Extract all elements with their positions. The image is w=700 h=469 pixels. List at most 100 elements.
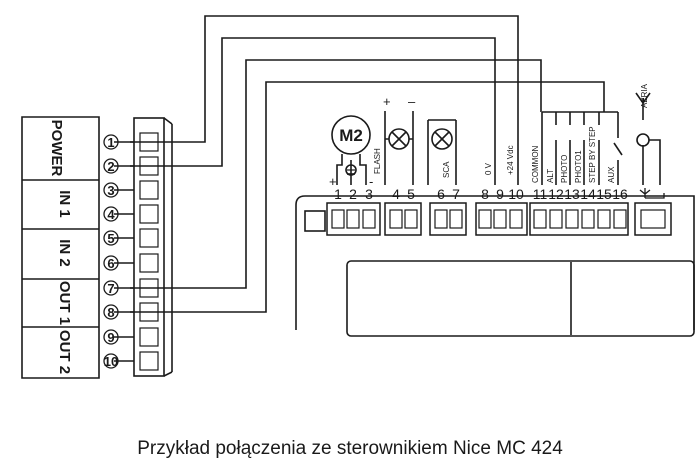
left-terminal-ring [103, 329, 119, 345]
controller-terminal-screw [509, 209, 523, 229]
controller-terminal-number: 12 [548, 186, 564, 202]
motor-plus: + [329, 174, 337, 189]
photo-label: PHOTO [560, 155, 569, 183]
flash-label: FLASH [373, 148, 382, 174]
flash-minus: – [408, 94, 416, 109]
left-terminal-number: 9 [107, 330, 114, 345]
board-inner-panel [346, 260, 695, 337]
controller-terminal-number: 9 [496, 186, 504, 202]
wire-out1 [130, 59, 542, 289]
terminal-group-motor [326, 202, 381, 236]
left-module-body [21, 116, 100, 379]
wire-power1 [130, 15, 519, 185]
controller-terminal-screw [434, 209, 448, 229]
controller-terminal-screw [404, 209, 418, 229]
left-terminal-ring [103, 158, 119, 174]
left-terminal-number: 8 [107, 305, 114, 320]
left-terminal-ring [103, 182, 119, 198]
controller-terminal-number: 1 [334, 186, 342, 202]
aerial-coil [636, 133, 650, 147]
controller-terminal-number: 8 [481, 186, 489, 202]
section-label-out1: OUT 1 [56, 281, 73, 325]
controller-terminal-screw [389, 209, 403, 229]
photo1-label: PHOTO1 [574, 150, 583, 183]
terminal-group-flash [384, 202, 422, 236]
motor-circle [331, 115, 371, 155]
controller-terminal-number: 13 [564, 186, 580, 202]
left-terminal-ring [103, 230, 119, 246]
controller-terminal-screw [362, 209, 376, 229]
left-terminal-screw [139, 253, 159, 273]
controller-terminal-number: 16 [612, 186, 628, 202]
wire-power2 [130, 37, 496, 185]
v24-label: +24 Vdc [506, 145, 515, 175]
left-terminal-number: 7 [107, 281, 114, 296]
controller-terminal-screw [449, 209, 463, 229]
board-led-block [304, 210, 326, 232]
terminal-group-inputs [529, 202, 629, 236]
controller-terminal-screw [565, 209, 579, 229]
left-terminal-screw [139, 351, 159, 371]
controller-terminal-number: 5 [407, 186, 415, 202]
left-terminal-screw [139, 228, 159, 248]
aerial-connector-icon [639, 188, 665, 199]
section-label-in2: IN 2 [56, 239, 73, 267]
sca-label: SCA [442, 161, 451, 178]
controller-terminal-screw [597, 209, 611, 229]
controller-terminal-number: 4 [392, 186, 400, 202]
controller-terminal-screw [549, 209, 563, 229]
controller-terminal-number: 3 [365, 186, 373, 202]
controller-terminal-number: 14 [580, 186, 596, 202]
figure-caption: Przykład połączenia ze sterownikiem Nice… [137, 438, 563, 459]
left-terminal-ring [103, 304, 119, 320]
left-terminal-screw [139, 180, 159, 200]
left-terminal-ring [103, 206, 119, 222]
controller-terminal-number: 11 [533, 186, 548, 202]
section-label-out2: OUT 2 [56, 330, 73, 374]
aerial-label: AERIA [640, 83, 649, 108]
controller-terminal-number: 15 [596, 186, 612, 202]
controller-terminal-number: 10 [508, 186, 524, 202]
left-terminal-ring [103, 255, 119, 271]
left-terminal-number: 4 [107, 207, 115, 222]
aux-label: AUX [607, 166, 616, 183]
left-terminal-ring [103, 280, 119, 296]
section-label-in1: IN 1 [56, 190, 73, 218]
common-label: COMMON [531, 145, 540, 183]
aerial-terminal-screw [640, 209, 666, 229]
flash-plus: + [383, 94, 391, 109]
terminal-group-sca [429, 202, 467, 236]
terminal-group-power [475, 202, 528, 236]
left-terminal-rail [133, 117, 165, 377]
motor-minus: - [369, 174, 373, 189]
controller-terminal-screw [478, 209, 492, 229]
controller-terminal-number: 2 [349, 186, 357, 202]
left-terminal-number: 1 [107, 135, 114, 150]
left-terminal-ring [103, 134, 119, 150]
controller-terminal-screw [613, 209, 627, 229]
controller-terminal-screw [493, 209, 507, 229]
sca-lamp [431, 128, 453, 150]
left-terminal-number: 6 [107, 256, 114, 271]
left-terminal-number: 2 [107, 159, 114, 174]
left-terminal-ring [103, 353, 119, 369]
left-terminal-screw [139, 156, 159, 176]
left-terminal-screw [139, 132, 159, 152]
left-terminal-number: 10 [104, 354, 118, 369]
controller-terminal-screw [331, 209, 345, 229]
left-terminal-screw [139, 302, 159, 322]
left-terminal-screw [139, 327, 159, 347]
left-terminal-number: 5 [107, 231, 114, 246]
left-terminal-number: 3 [107, 183, 114, 198]
controller-terminal-number: 7 [452, 186, 460, 202]
controller-terminal-screw [533, 209, 547, 229]
motor-label: M2 [339, 126, 363, 145]
step-label: STEP BY STEP [588, 126, 597, 183]
terminal-group-aerial [634, 202, 672, 236]
ov-label: 0 V [484, 162, 493, 175]
alt-label: ALT [546, 169, 555, 183]
left-terminal-screw [139, 278, 159, 298]
controller-terminal-number: 6 [437, 186, 445, 202]
controller-terminal-screw [581, 209, 595, 229]
